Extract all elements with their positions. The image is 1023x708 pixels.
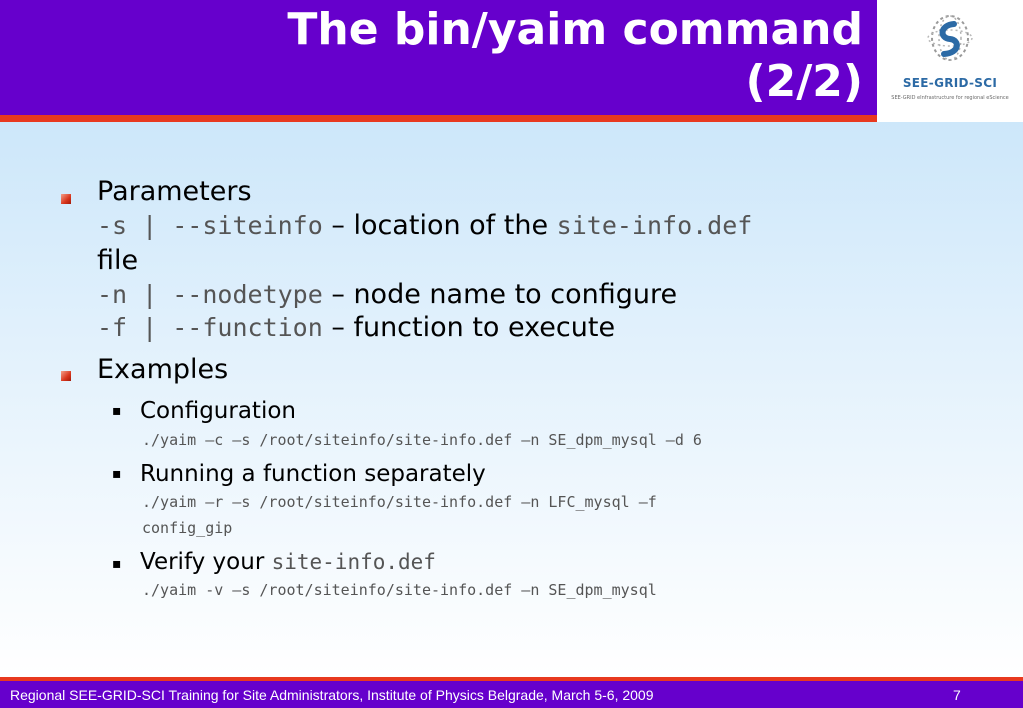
nodetype-description: – node name to configure [322,279,678,310]
bullet-small-square-icon: ▪ [112,466,122,482]
example-verify-command: ./yaim -v –s /root/siteinfo/site-info.de… [142,581,657,599]
footer-bar: Regional SEE-GRID-SCI Training for Site … [0,681,1023,708]
example-configuration-command: ./yaim –c –s /root/siteinfo/site-info.de… [142,431,702,449]
bullet-small-square-icon: ▪ [112,556,122,572]
siteinfo-param-line: -s | --siteinfo – location of the site-i… [97,210,752,241]
siteinfo-flag: -s | --siteinfo [97,211,323,240]
slide-title-line-2: (2/2) [745,56,863,107]
example-configuration-label: Configuration [140,398,296,424]
bullet-square-icon [61,371,71,381]
globe-swirl-icon [927,15,973,61]
slide-title: The bin/yaim command (2/2) [287,4,863,108]
example-function-label: Running a function separately [140,461,486,487]
example-verify-filename: site-info.def [271,550,436,574]
function-flag: -f | --function [97,313,323,342]
footer-divider [0,677,1023,681]
nodetype-flag: -n | --nodetype [97,280,323,309]
nodetype-param-line: -n | --nodetype – node name to configure [97,279,677,310]
slide-content: Parameters -s | --siteinfo – location of… [0,122,1023,677]
function-param-line: -f | --function – function to execute [97,312,615,343]
example-verify-text: Verify your [140,549,272,575]
parameters-heading: Parameters [97,176,252,207]
see-grid-sci-logo: SEE-GRID-SCI SEE-GRID eInfrastructure fo… [877,0,1023,115]
example-function-command: ./yaim –r –s /root/siteinfo/site-info.de… [142,493,657,511]
title-bar: The bin/yaim command (2/2) [0,0,877,115]
function-description: – function to execute [322,312,616,343]
siteinfo-filename: site-info.def [556,211,753,240]
siteinfo-description: – location of the [322,210,557,241]
footer-text: Regional SEE-GRID-SCI Training for Site … [10,687,654,703]
examples-heading: Examples [97,354,229,385]
bullet-small-square-icon: ▪ [112,403,122,419]
logo-wordmark: SEE-GRID-SCI [902,76,998,90]
bullet-square-icon [61,194,71,204]
example-function-command-cont: config_gip [142,519,233,537]
logo-tagline: SEE-GRID eInfrastructure for regional eS… [891,95,1009,101]
header-divider [0,115,877,122]
example-verify-label: Verify your site-info.def [140,549,436,575]
page-number: 7 [953,687,961,703]
siteinfo-param-tail: file [97,245,139,276]
slide-title-line-1: The bin/yaim command [287,4,863,55]
